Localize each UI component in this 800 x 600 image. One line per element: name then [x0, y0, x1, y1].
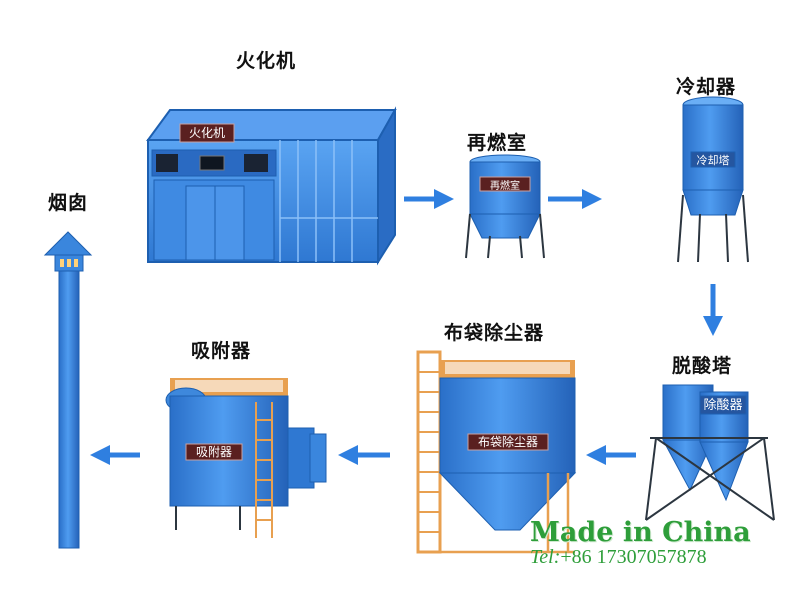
adsorber-title: 吸附器: [191, 340, 252, 362]
baghouse-plate: 布袋除尘器: [478, 434, 538, 449]
cremator-title: 火化机: [236, 50, 297, 72]
cooling-tower: [677, 96, 749, 263]
adsorber-unit: [165, 378, 327, 538]
cooler-plate: 冷却塔: [697, 154, 730, 167]
deacid-tower: [645, 384, 775, 521]
flow-arrows: [90, 189, 723, 465]
watermark-tel-value: +86 17307057878: [560, 546, 707, 568]
watermark-brand: Made in China: [530, 517, 751, 548]
watermark: Made in China Tel:+86 17307057878: [530, 517, 795, 569]
cremator-plate: 火化机: [189, 126, 225, 140]
reburn-chamber: [465, 154, 545, 259]
baghouse-title: 布袋除尘器: [444, 322, 545, 344]
cooler-title: 冷却器: [676, 76, 737, 98]
adsorber-plate: 吸附器: [196, 445, 232, 459]
baghouse-dust-collector: [416, 350, 577, 554]
reburn-plate: 再燃室: [490, 179, 520, 192]
cremator-machine: [146, 106, 397, 266]
deacid-title: 脱酸塔: [672, 355, 733, 377]
watermark-phone: Tel:+86 17307057878: [530, 546, 795, 569]
chimney-title: 烟囱: [48, 192, 89, 214]
watermark-tel-label: Tel:: [530, 546, 561, 568]
deacid-plate: 除酸器: [703, 398, 742, 413]
reburn-title: 再燃室: [467, 132, 528, 154]
chimney-stack: [43, 231, 93, 549]
